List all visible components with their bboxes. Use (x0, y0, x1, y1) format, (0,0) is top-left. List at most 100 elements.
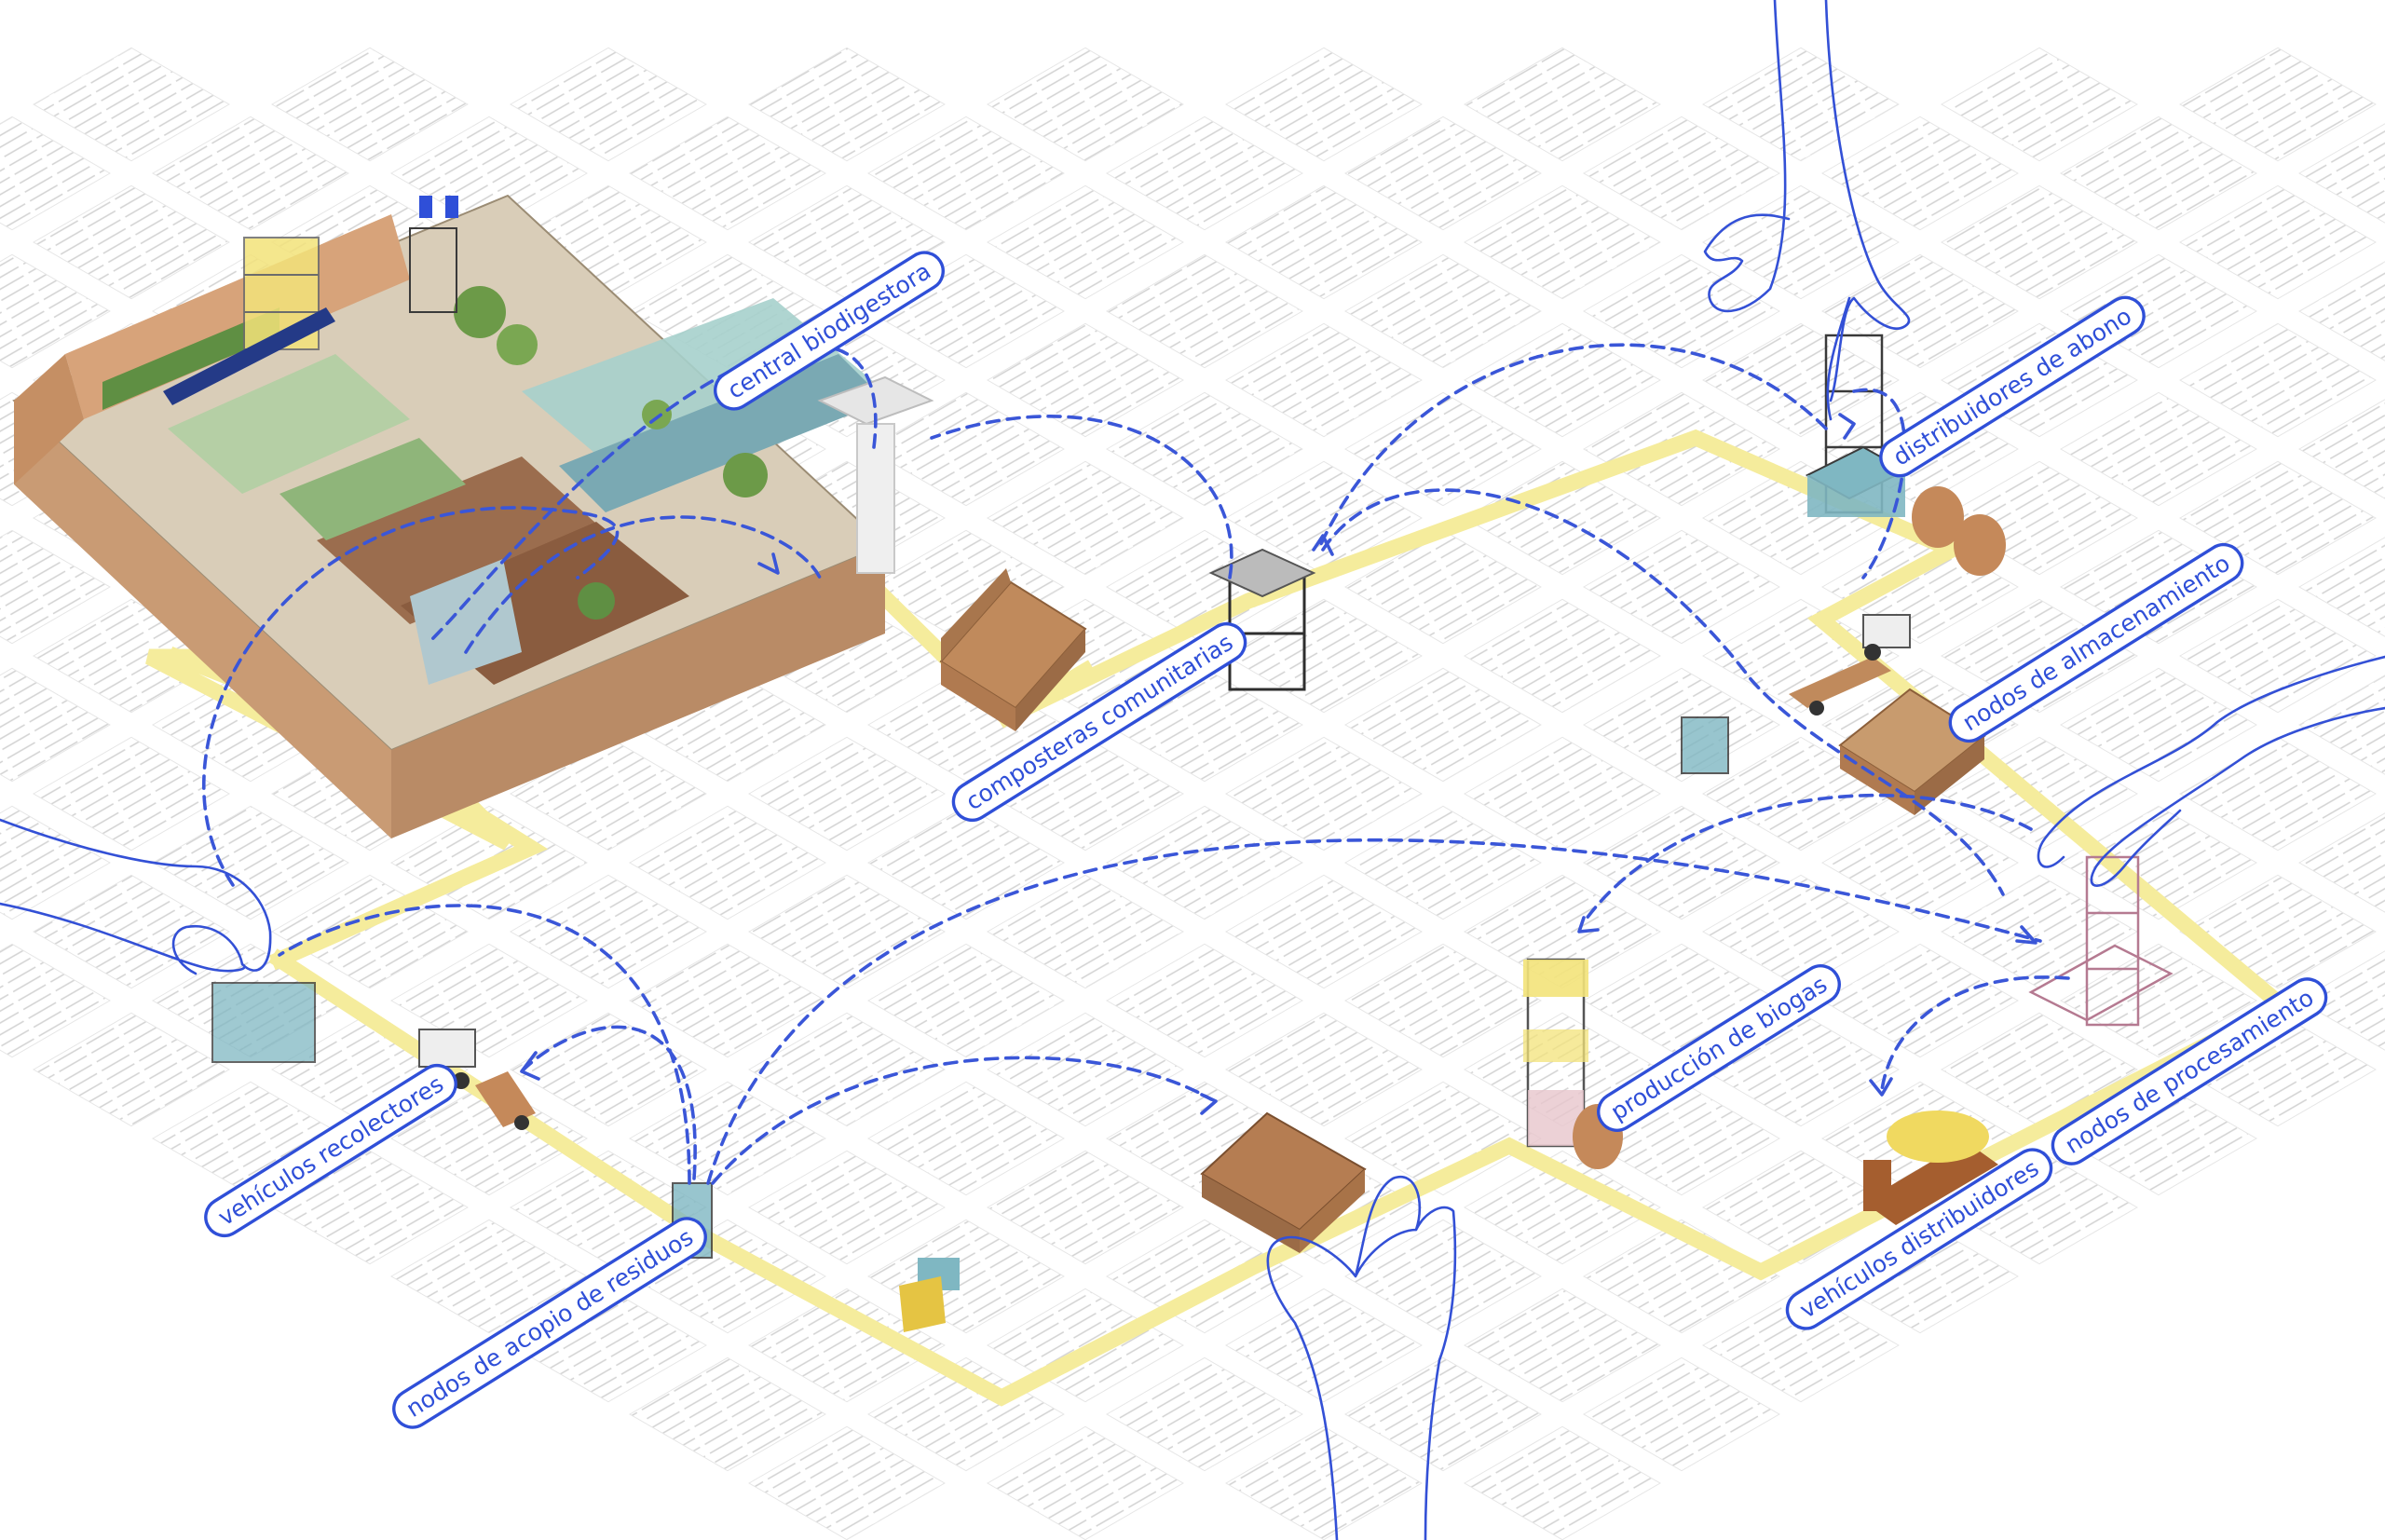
city-block (1225, 874, 1423, 989)
flow-arrows (201, 343, 2070, 1185)
city-block (1941, 47, 2138, 162)
city-block (33, 874, 230, 989)
city-block (867, 943, 1065, 1058)
city-block (1106, 391, 1303, 507)
city-block (1344, 1219, 1542, 1334)
city-block (1941, 184, 2138, 300)
city-block (748, 1012, 946, 1127)
city-block (2060, 805, 2257, 920)
city-block (2179, 874, 2377, 989)
label-pill (1785, 1148, 2053, 1330)
arrowhead (1312, 534, 1334, 556)
kiosk-icon (1681, 716, 1729, 774)
city-block (867, 1219, 1065, 1334)
dashed-arrow-icon (930, 415, 1233, 579)
city-block (629, 1081, 826, 1196)
city-block (1702, 322, 1900, 438)
city-block (2298, 812, 2385, 913)
city-block (2060, 943, 2257, 1058)
city-block (987, 47, 1184, 162)
city-block (1344, 943, 1542, 1058)
dashed-arrow-icon (278, 904, 691, 1185)
city-block (2179, 322, 2377, 438)
truck-icon (1863, 1111, 1998, 1225)
city-block (748, 874, 946, 989)
city-block (2179, 184, 2377, 300)
city-block (1821, 253, 2019, 369)
city-block (629, 943, 826, 1058)
city-block (33, 1012, 230, 1127)
hand-icon (2037, 655, 2385, 887)
dashed-arrow-icon (1316, 343, 1828, 552)
label-pill (1879, 295, 2146, 478)
biodigester-plant-icon (899, 1258, 960, 1332)
label-pill (1948, 542, 2244, 743)
city-block (2298, 399, 2385, 499)
city-block (2060, 391, 2257, 507)
city-block (1225, 1425, 1423, 1540)
city-block (1344, 667, 1542, 783)
label-pill (392, 1217, 707, 1429)
city-block (1464, 47, 1661, 162)
city-block (1106, 1356, 1303, 1472)
city-block (2298, 950, 2385, 1051)
dashed-arrow-icon (464, 515, 822, 654)
city-block (1583, 1219, 1780, 1334)
city-block (867, 529, 1065, 645)
city-block (0, 667, 111, 783)
city-block (1821, 805, 2019, 920)
city-block (1344, 116, 1542, 231)
city-block (0, 943, 111, 1058)
city-block (2298, 675, 2385, 775)
city-block (510, 874, 707, 989)
city-block (748, 1150, 946, 1265)
label-pill (951, 621, 1247, 823)
kiosk-icon (211, 982, 316, 1063)
city-block (2179, 598, 2377, 714)
city-block (748, 1425, 946, 1540)
city-block (867, 1081, 1065, 1196)
city-block (987, 184, 1184, 300)
city-block (1225, 184, 1423, 300)
dashed-arrow-icon (1880, 975, 2070, 1092)
tank-icon (1912, 486, 2006, 576)
city-block (2060, 667, 2257, 783)
city-block (1464, 184, 1661, 300)
scaffold-tower-icon (1523, 958, 1588, 1148)
tree-cluster (454, 286, 768, 620)
arrowhead (1838, 413, 1856, 440)
city-block (1702, 47, 1900, 162)
city-block (1344, 805, 1542, 920)
city-block (1464, 1288, 1661, 1403)
arrowhead (2015, 925, 2037, 945)
city-block (1583, 253, 1780, 369)
label-pill (2051, 977, 2328, 1165)
city-block (1225, 322, 1423, 438)
dashed-arrow-icon (520, 1025, 697, 1180)
barn-icon (939, 568, 1087, 731)
city-block (0, 529, 111, 645)
dashed-arrow-icon (427, 344, 878, 645)
city-block (33, 47, 230, 162)
city-block (987, 1012, 1184, 1127)
city-block (987, 1425, 1184, 1540)
city-block (152, 805, 349, 920)
city-block (867, 391, 1065, 507)
dashed-arrow-icon (201, 506, 620, 887)
city-block (33, 184, 230, 300)
city-block (987, 1150, 1184, 1265)
city-block (1702, 1288, 1900, 1403)
city-block (1344, 1356, 1542, 1472)
arrowhead (520, 1051, 540, 1081)
city-block (1702, 184, 1900, 300)
city-block (1225, 736, 1423, 852)
city-block (1464, 1425, 1661, 1540)
city-block (1583, 529, 1780, 645)
city-block (1821, 116, 2019, 231)
city-block (1106, 943, 1303, 1058)
city-block (1464, 460, 1661, 576)
city-block (867, 116, 1065, 231)
city-block (629, 116, 826, 231)
